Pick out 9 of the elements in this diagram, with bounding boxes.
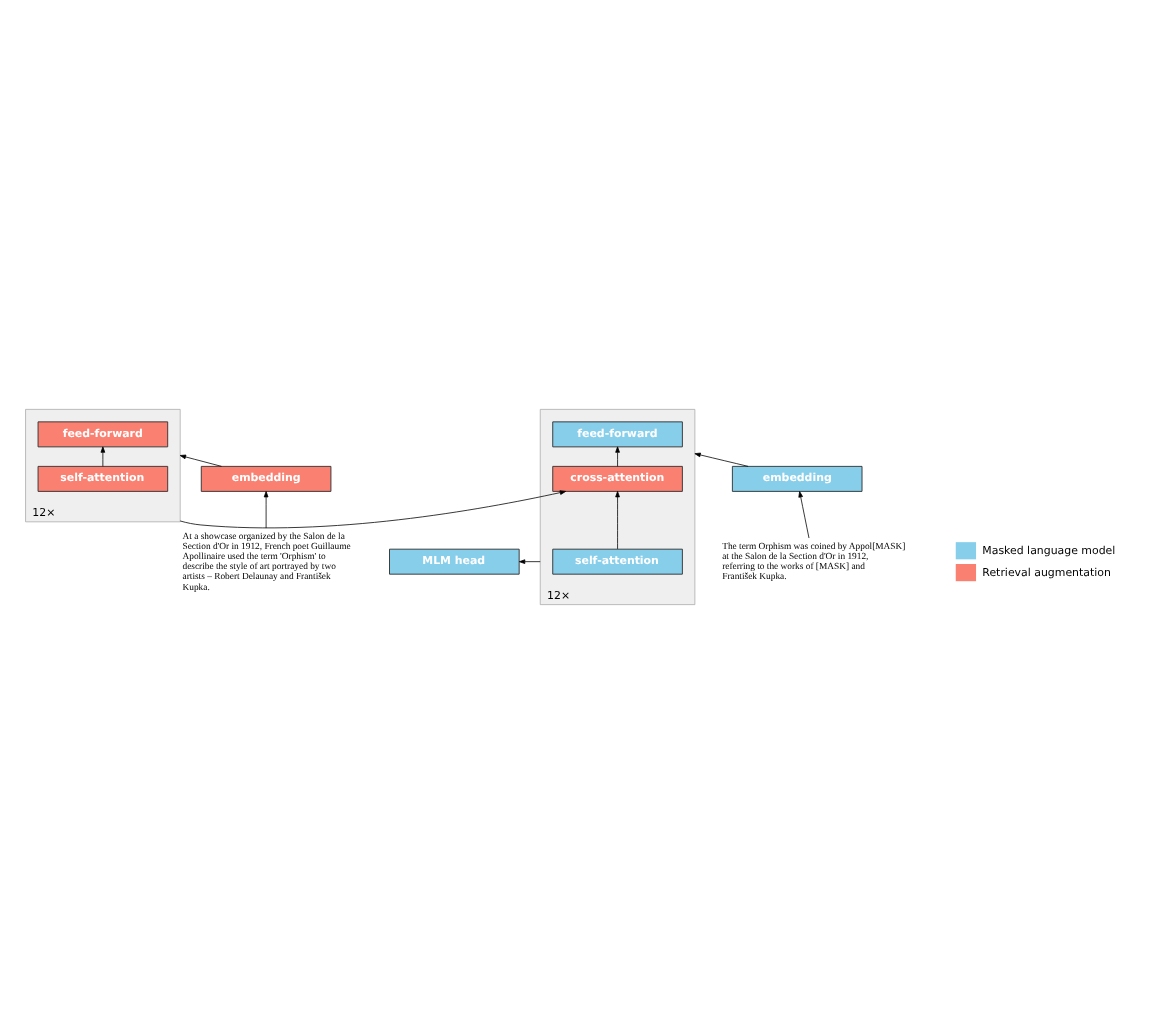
arrow: [179, 489, 567, 528]
arrow: [694, 451, 749, 466]
arrow: [263, 490, 269, 528]
arrow: [179, 453, 222, 466]
arrow: [798, 490, 810, 538]
arrow: [519, 558, 541, 563]
arrow: [100, 445, 106, 466]
arrow: [615, 490, 620, 549]
arrow: [615, 445, 620, 466]
